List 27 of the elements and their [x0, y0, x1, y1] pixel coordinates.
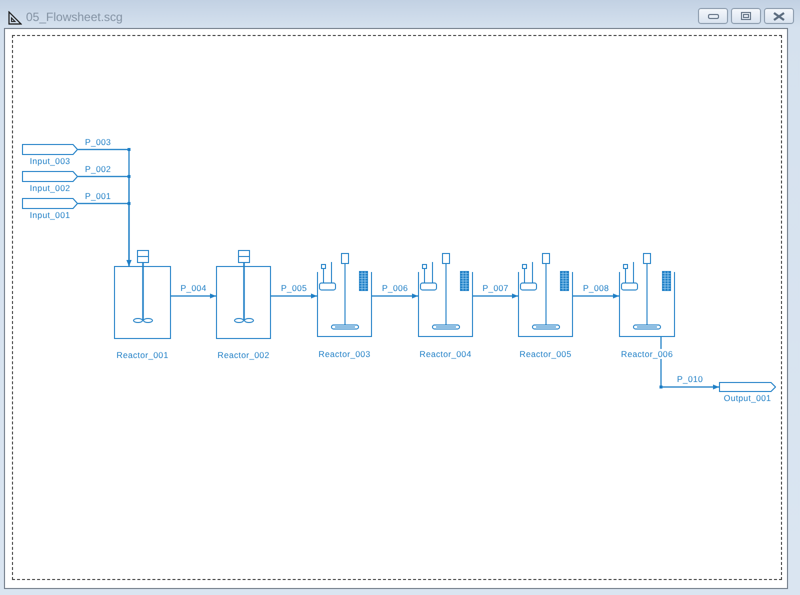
stream-label: P_010	[676, 374, 704, 384]
unit-label: Input_003	[30, 156, 70, 166]
unit-label: Reactor_006	[621, 349, 673, 359]
stream-label: P_005	[280, 283, 308, 293]
flow-arrow	[660, 337, 719, 390]
window-title: 05_Flowsheet.scg	[26, 10, 123, 24]
stream-label: P_001	[85, 190, 112, 200]
flow-arrow	[78, 202, 132, 266]
stream-label: P_004	[180, 283, 207, 293]
stream-label: P_003	[85, 136, 112, 146]
unit-label: Input_001	[30, 210, 70, 220]
unit-label: Reactor_001	[116, 350, 168, 360]
flow-arrow	[271, 294, 317, 298]
unit-label: Output_001	[724, 393, 772, 403]
stream-label: P_002	[85, 164, 112, 174]
unit-label: Reactor_003	[318, 349, 370, 359]
flow-arrow	[171, 294, 216, 298]
unit-label: Reactor_005	[520, 349, 572, 359]
flow-arrow	[573, 294, 619, 298]
stream-label: P_007	[482, 283, 509, 293]
flow-arrow	[473, 294, 518, 298]
flow-arrow	[372, 294, 418, 298]
stream-label: P_006	[382, 283, 408, 293]
stream-label: P_008	[582, 283, 610, 293]
unit-label: Input_002	[30, 183, 70, 193]
unit-label: Reactor_002	[218, 350, 270, 360]
unit-label: Reactor_004	[420, 349, 472, 359]
